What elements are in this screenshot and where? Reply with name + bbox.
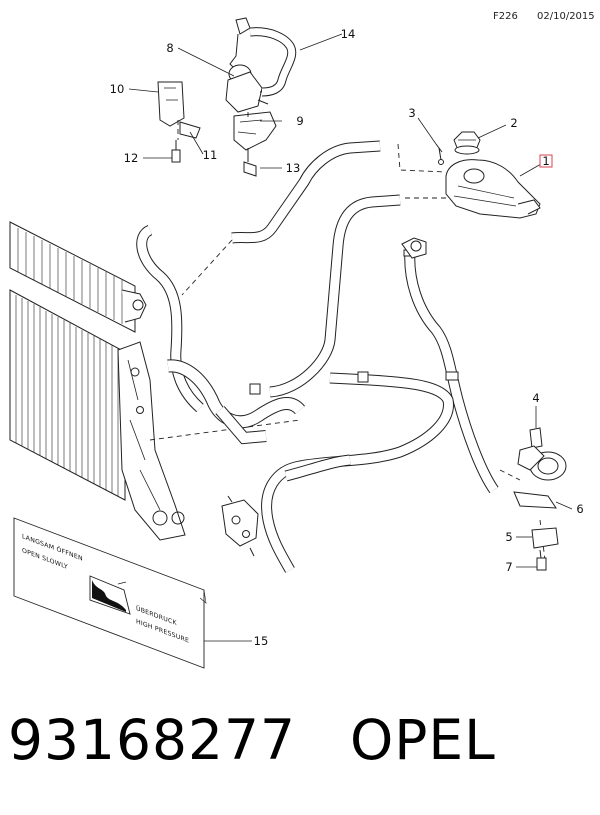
- radiator: [9, 221, 186, 541]
- callout-7: 7: [505, 560, 512, 574]
- callout-13: 13: [286, 161, 301, 175]
- hoses: [136, 140, 499, 573]
- part-footer: 93168277 OPEL: [8, 708, 496, 772]
- bracket-10: [157, 81, 201, 163]
- bracket-5: [531, 527, 559, 571]
- highlight-box: [539, 154, 553, 168]
- pump-8: [225, 17, 273, 113]
- diagram-code: F226: [493, 11, 518, 22]
- callout-6: 6: [576, 502, 583, 516]
- callout-15: 15: [254, 634, 269, 648]
- warning-label: [13, 517, 207, 669]
- reservoir-cap: [453, 131, 481, 155]
- callout-4: 4: [532, 391, 539, 405]
- expansion-tank: [445, 159, 541, 219]
- callout-2: 2: [510, 116, 517, 130]
- screw-3: [435, 143, 444, 165]
- callout-9: 9: [296, 114, 303, 128]
- callout-14: 14: [341, 27, 356, 41]
- bracket-9: [233, 111, 277, 177]
- pump-4: [513, 427, 567, 509]
- hose-fitting: [401, 237, 427, 259]
- callout-3: 3: [408, 106, 415, 120]
- leader-lines: [128, 33, 573, 642]
- valve-block: [221, 495, 259, 557]
- callout-8: 8: [166, 41, 173, 55]
- brand-name: OPEL: [349, 708, 496, 772]
- callout-1: 1: [542, 154, 549, 168]
- part-number: 93168277: [8, 708, 296, 772]
- callout-10: 10: [110, 82, 125, 96]
- callout-12: 12: [124, 151, 139, 165]
- callout-11: 11: [203, 148, 218, 162]
- coolant-system-diagram: 1 2 3 4 5 6 7 8 9 10 11 12 13 14 15 LANG…: [9, 17, 584, 669]
- diagram-date: 02/10/2015: [537, 11, 595, 22]
- callout-5: 5: [505, 530, 512, 544]
